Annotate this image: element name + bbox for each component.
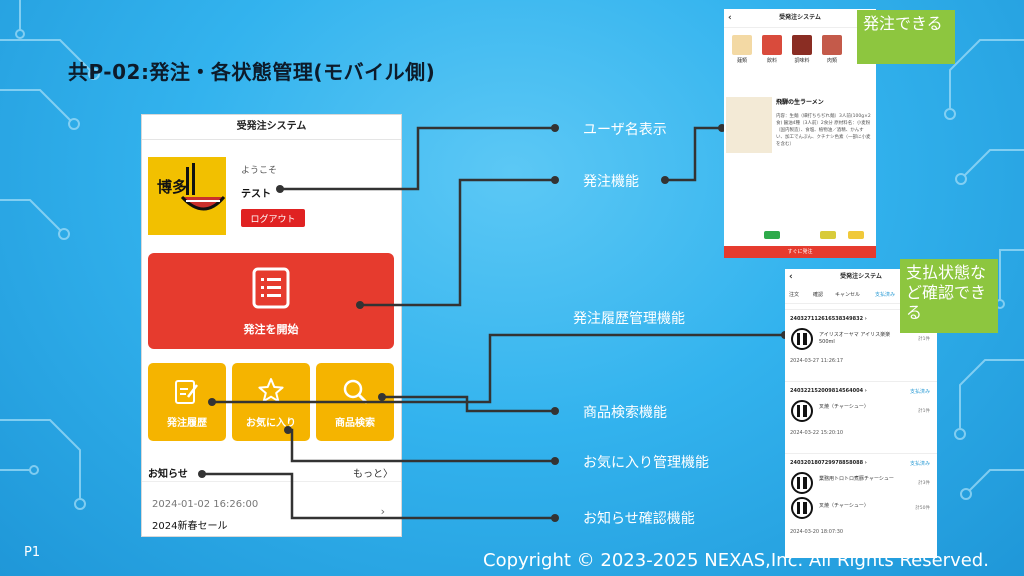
history-screen-header: ‹ 受発注システム xyxy=(785,269,937,285)
history-item[interactable]: 叉焼（チャーシュー） 計50件 2024-03-20 18:07:30 xyxy=(785,493,937,557)
app-header-title: 受発注システム xyxy=(142,115,401,140)
product-search-label: 商品検索 xyxy=(335,418,375,429)
store-logo-icon xyxy=(791,400,813,422)
main-phone-screen: 受発注システム 博多 ようこそ テスト ログアウト 発注を開始 xyxy=(141,114,402,537)
status-badge: 支払済み xyxy=(909,389,930,395)
order-now-button[interactable]: すぐに発注 xyxy=(724,246,876,258)
username-label: テスト xyxy=(241,189,271,200)
slide-title: 共P-02:発注・各状態管理(モバイル側) xyxy=(68,60,436,84)
product-image xyxy=(726,97,772,153)
tab-confirmed[interactable]: 確認 xyxy=(813,292,824,298)
feature-username-display: ユーザ名表示 xyxy=(583,122,667,138)
tab-paid[interactable]: 支払済み xyxy=(875,292,896,298)
back-icon[interactable]: ‹ xyxy=(789,272,793,282)
category-drinks[interactable]: 飲料 xyxy=(758,35,786,64)
order-time: 2024-03-20 18:07:30 xyxy=(790,529,844,535)
logo-text: 博多 xyxy=(156,178,187,196)
list-document-icon xyxy=(252,267,290,309)
connector-dot xyxy=(378,393,386,401)
product-name: 叉焼（チャーシュー） xyxy=(819,503,869,509)
news-more-link[interactable]: もっと〉 xyxy=(353,469,393,480)
chevron-right-icon: › xyxy=(380,505,385,518)
tab-cancelled[interactable]: キャンセル xyxy=(835,292,861,298)
item-count: 計3件 xyxy=(918,481,930,486)
order-time: 2024-03-22 15:20:10 xyxy=(790,430,844,436)
feature-order: 発注機能 xyxy=(583,174,639,190)
product-screen-title: 受発注システム xyxy=(779,14,821,21)
store-logo-icon xyxy=(791,328,813,350)
category-noodles[interactable]: 麺類 xyxy=(728,35,756,64)
connector-dot xyxy=(551,407,559,415)
connector-dot xyxy=(276,185,284,193)
order-id: 240327112616538349832 › xyxy=(790,316,867,322)
category-seasoning[interactable]: 調味料 xyxy=(788,35,816,64)
history-item[interactable]: 240322152009814564004 › 支払済み 叉焼（チャーシュー） … xyxy=(785,381,937,446)
user-profile: 博多 ようこそ テスト ログアウト xyxy=(148,157,396,237)
tab-order[interactable]: 注文 xyxy=(789,292,800,298)
item-count: 計1件 xyxy=(918,409,930,414)
news-text: 2024新春セール xyxy=(152,521,228,532)
feature-order-history: 発注履歴管理機能 xyxy=(573,311,685,327)
page-number: P1 xyxy=(24,545,41,560)
history-item[interactable]: 240320180729978858088 › 支払済み 業務用トロトロ煮豚チャ… xyxy=(785,453,937,494)
feature-news-check: お知らせ確認機能 xyxy=(583,511,695,527)
product-name: 叉焼（チャーシュー） xyxy=(819,404,869,410)
connector-dot xyxy=(551,124,559,132)
star-icon xyxy=(258,378,284,403)
product-screen-header: ‹ 受発注システム xyxy=(724,9,876,28)
callout-payment-status: 支払状態など確認できる xyxy=(900,259,998,333)
welcome-text: ようこそ xyxy=(241,166,278,176)
news-heading: お知らせ xyxy=(148,469,188,480)
start-order-label: 発注を開始 xyxy=(243,323,299,336)
product-name: 業務用トロトロ煮豚チャーシュー xyxy=(819,476,894,482)
favorites-label: お気に入り xyxy=(246,418,296,429)
order-id: 240320180729978858088 › xyxy=(790,460,867,466)
item-count: 計50件 xyxy=(915,506,930,511)
product-name: アイリスオーヤマ アイリス楽楽 500ml xyxy=(819,332,891,345)
store-logo: 博多 xyxy=(148,157,226,235)
connector-dot xyxy=(356,301,364,309)
history-tabs: 注文 確認 キャンセル 支払済み xyxy=(785,289,937,304)
history-item[interactable]: 240327112616538349832 › アイリスオーヤマ アイリス楽楽 … xyxy=(785,309,937,374)
order-history-label: 発注履歴 xyxy=(167,418,207,429)
connector-dot xyxy=(208,398,216,406)
store-logo-icon xyxy=(791,472,813,494)
copyright-text: Copyright © 2023-2025 NEXAS,Inc. All Rig… xyxy=(483,550,989,571)
connector-dot xyxy=(551,514,559,522)
news-divider xyxy=(142,481,401,482)
history-screen-title: 受発注システム xyxy=(840,273,882,280)
order-id: 240322152009814564004 › xyxy=(790,388,867,394)
logout-button[interactable]: ログアウト xyxy=(241,209,305,227)
item-count: 計1件 xyxy=(918,337,930,342)
feature-product-search: 商品検索機能 xyxy=(583,405,667,421)
connector-dot xyxy=(718,124,726,132)
connector-dot xyxy=(198,470,206,478)
back-icon[interactable]: ‹ xyxy=(728,13,732,23)
connector-dot xyxy=(284,426,292,434)
connector-dot xyxy=(551,457,559,465)
connector-dot xyxy=(551,176,559,184)
order-time: 2024-03-27 11:26:17 xyxy=(790,358,844,364)
start-order-button[interactable]: 発注を開始 xyxy=(148,253,394,349)
store-logo-icon xyxy=(791,497,813,519)
callout-can-order: 発注できる xyxy=(857,10,955,64)
product-detail-screen: ‹ 受発注システム 麺類 飲料 調味料 肉類 飛騨の生ラーメン 内容：生麺（細打… xyxy=(724,9,876,258)
quantity-controls[interactable] xyxy=(764,231,864,239)
product-description: 内容：生麺（細打ちちぢれ麺）3人前(100g×2食) 醤油4種（3人前）2食分 … xyxy=(776,114,871,147)
status-badge: 支払済み xyxy=(909,461,930,467)
product-name: 飛騨の生ラーメン xyxy=(776,99,824,106)
feature-favorites: お気に入り管理機能 xyxy=(583,455,709,471)
news-date: 2024-01-02 16:26:00 xyxy=(152,499,259,510)
connector-dot xyxy=(661,176,669,184)
category-meat[interactable]: 肉類 xyxy=(818,35,846,64)
edit-icon xyxy=(175,380,198,404)
